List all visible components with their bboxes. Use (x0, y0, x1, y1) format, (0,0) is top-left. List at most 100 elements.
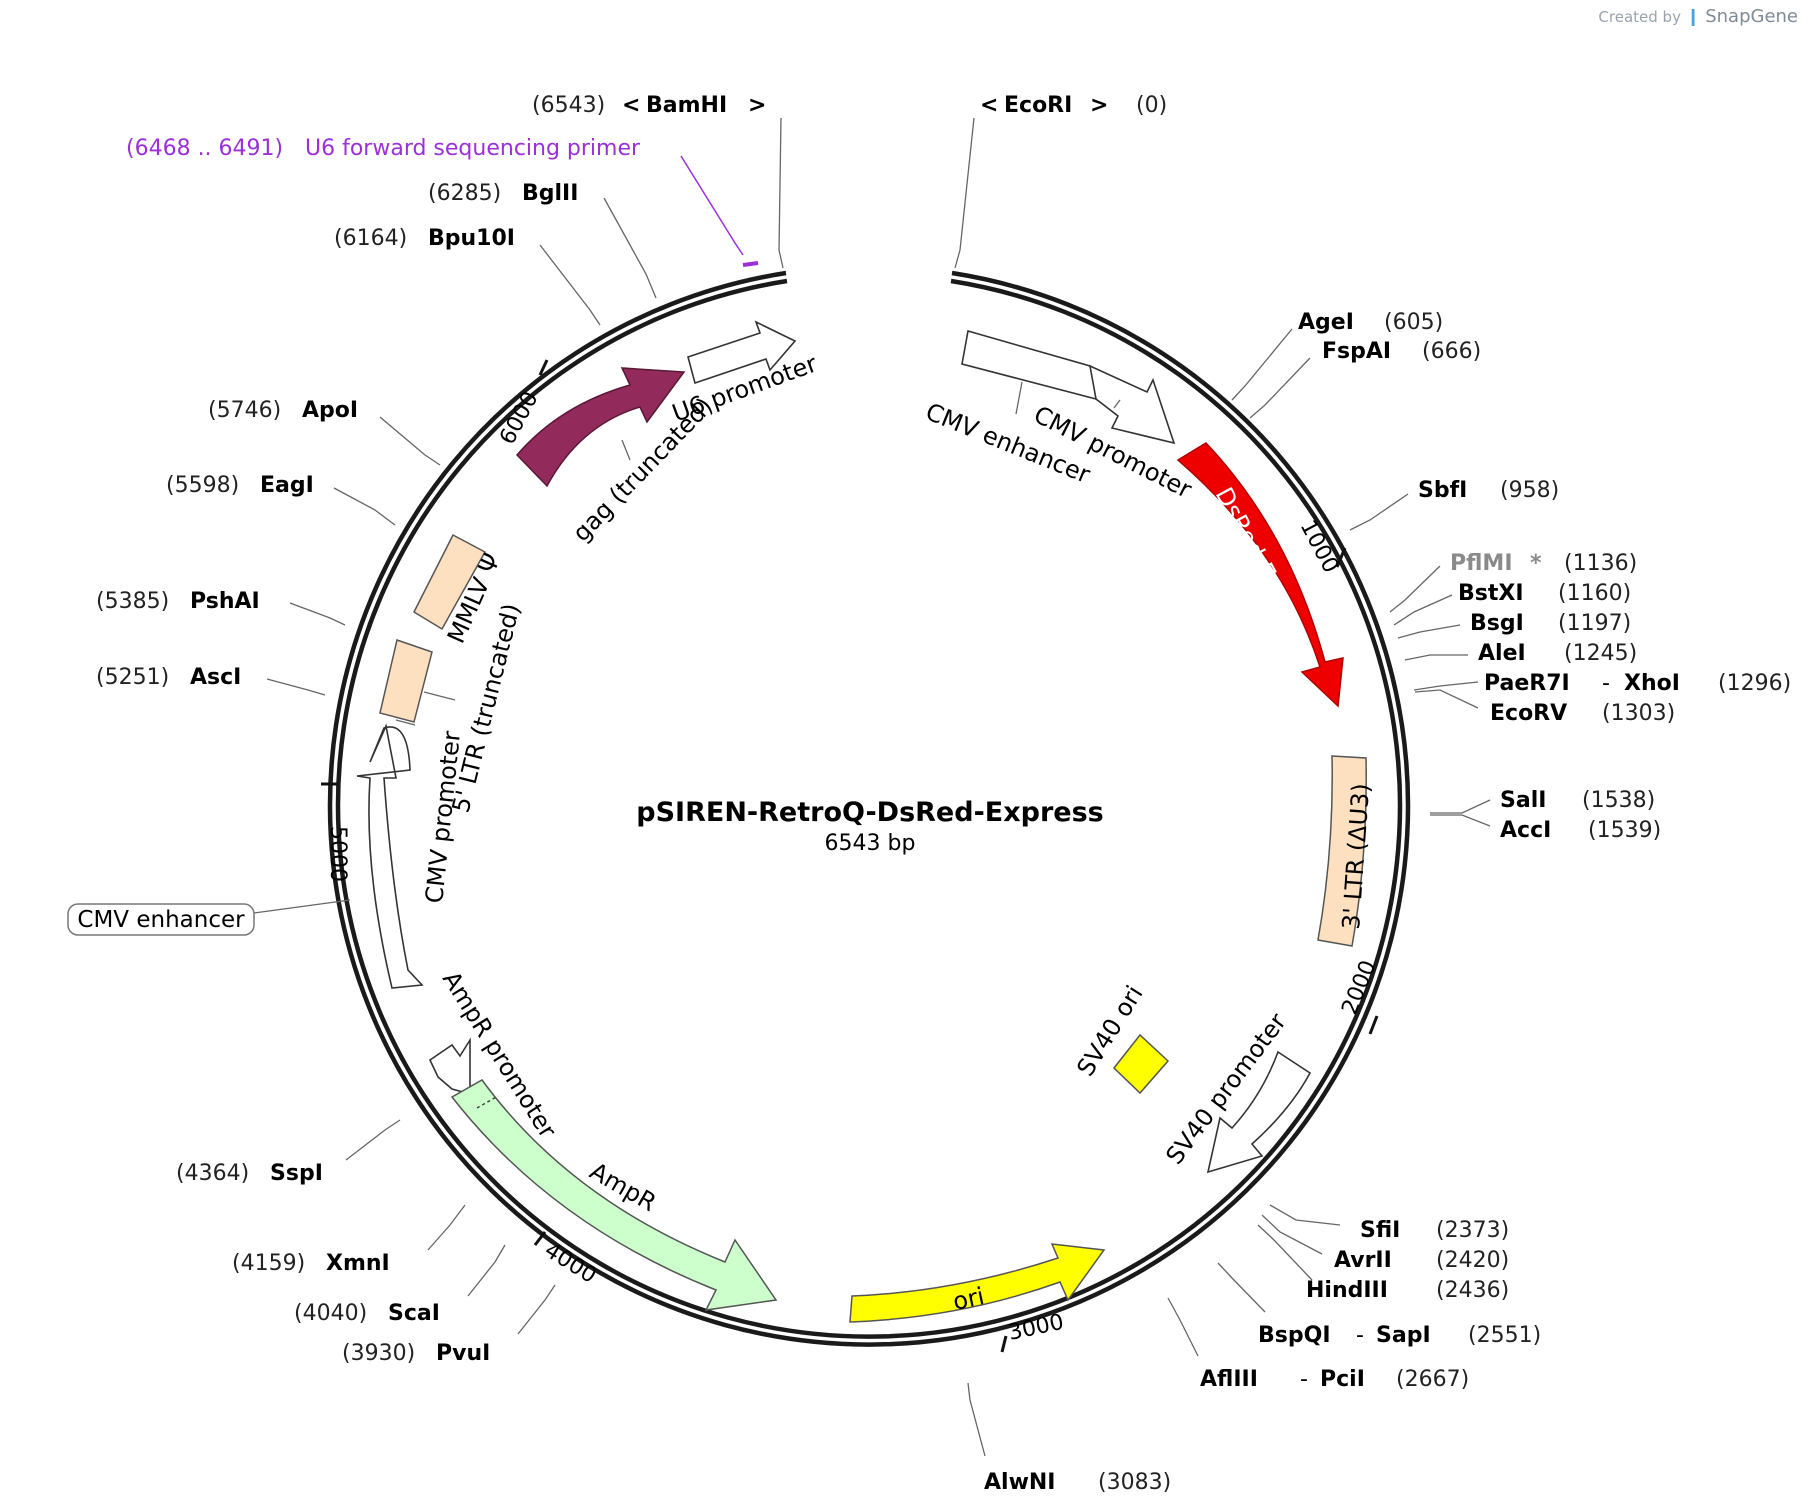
site-name-asci[interactable]: AscI (190, 665, 241, 690)
site-name-avrii[interactable]: AvrII (1334, 1248, 1392, 1273)
mmlv-psi-box[interactable] (413, 533, 487, 631)
leader-scai (467, 1244, 506, 1297)
site-name-sbfi[interactable]: SbfI (1418, 478, 1467, 503)
site-pos-sfii: (2373) (1436, 1218, 1509, 1243)
site-name-bspqi[interactable]: BspQI (1258, 1323, 1331, 1348)
site-name-bstxi[interactable]: BstXI (1458, 581, 1524, 606)
ori-arrow[interactable] (849, 1243, 1106, 1323)
site-name-bglii[interactable]: BglII (522, 181, 578, 206)
site-pos-scai: (4040) (294, 1301, 367, 1326)
ampr-promoter-arrow[interactable] (428, 1037, 471, 1096)
5-ltr-box[interactable] (379, 639, 433, 723)
site-name-bamhi[interactable]: BamHI (646, 93, 727, 118)
site-pos-hindiii: (2436) (1436, 1278, 1509, 1303)
backbone-inner (335, 278, 1403, 1339)
backbone-outer (327, 270, 1411, 1347)
tick-label-5000: 5000 (325, 826, 350, 882)
tick-1000 (1335, 547, 1347, 568)
dsred-express-label: DsRed-Express (1210, 483, 1319, 654)
site-pos-paer7i: (1296) (1718, 671, 1791, 696)
dsred-express-arrow[interactable] (1176, 442, 1344, 708)
site-pos-agei: (605) (1384, 310, 1443, 335)
site-name-xmni[interactable]: XmnI (326, 1251, 390, 1276)
site-name-sspi[interactable]: SspI (270, 1161, 323, 1186)
leader-pvui (517, 1284, 556, 1335)
site-name-acci[interactable]: AccI (1500, 818, 1551, 843)
tick-4000 (533, 1231, 547, 1246)
leader-bsgi (1397, 624, 1461, 639)
site-name-sali[interactable]: SalI (1500, 788, 1546, 813)
leader-eagi (333, 487, 396, 526)
leader-sfii (1269, 1204, 1341, 1226)
leader-apoi (379, 416, 441, 466)
site-dash-paer7i: - (1602, 671, 1610, 696)
leader-hindiii (1257, 1224, 1313, 1281)
sv40-ori-box[interactable] (1112, 1033, 1170, 1095)
leader-bstxi (1393, 594, 1453, 626)
cmv-promoter-top-leader (1113, 399, 1121, 409)
site-name-alwni[interactable]: AlwNI (984, 1470, 1056, 1495)
tick-2000 (1368, 1015, 1379, 1035)
leader-afliii (1167, 1297, 1199, 1357)
site-pos-bsgi: (1197) (1558, 611, 1631, 636)
site-pos-bspqi: (2551) (1468, 1323, 1541, 1348)
site-pos-bstxi: (1160) (1558, 581, 1631, 606)
leader-pshai (289, 602, 346, 626)
3-ltr-box[interactable] (1317, 755, 1367, 947)
site-name-alei[interactable]: AleI (1478, 641, 1526, 666)
leader-ecori (954, 117, 975, 269)
site-name-sapi[interactable]: SapI (1376, 1323, 1431, 1348)
site-pos-bamhi: (6543) (532, 93, 605, 118)
site-name-eagi[interactable]: EagI (260, 473, 314, 498)
site-pos-alei: (1245) (1564, 641, 1637, 666)
site-pos-pvui: (3930) (342, 1341, 415, 1366)
site-name-pvui[interactable]: PvuI (436, 1341, 490, 1366)
site-name-apoi[interactable]: ApoI (302, 398, 358, 423)
site-name-hindiii[interactable]: HindIII (1306, 1278, 1388, 1303)
u6-promoter-arrow[interactable] (687, 320, 797, 385)
site-name-paer7i[interactable]: PaeR7I (1484, 671, 1570, 696)
site-name-bpu10i[interactable]: Bpu10I (428, 226, 515, 251)
site-name-sfii[interactable]: SfiI (1360, 1218, 1400, 1243)
gag-leader (621, 439, 631, 461)
cmv-enhancer-left-box[interactable] (67, 903, 255, 936)
primer-mark[interactable] (742, 261, 759, 267)
leader-sspi (345, 1119, 401, 1161)
leader-bpu10i (539, 244, 601, 326)
snapgene-logo-icon: ❙ (1685, 6, 1701, 27)
site-name-ecorv[interactable]: EcoRV (1490, 701, 1567, 726)
site-name-scai[interactable]: ScaI (388, 1301, 440, 1326)
site-pos-apoi: (5746) (208, 398, 281, 423)
site-pos-ecori: (0) (1136, 93, 1167, 118)
cmv-promoter-top-arrow[interactable] (1088, 364, 1176, 445)
leader-sali (1430, 799, 1491, 814)
tick-6000 (538, 359, 549, 376)
primer-leader (680, 155, 744, 256)
sv40-promoter-arrow[interactable] (1206, 1050, 1312, 1174)
site-pos-sbfi: (958) (1500, 478, 1559, 503)
site-name-agei[interactable]: AgeI (1298, 310, 1354, 335)
cmv-promoter-left-label: CMV promoter (420, 730, 466, 905)
ampr-divider (476, 1095, 499, 1109)
site-dash-bspqi: - (1356, 1323, 1364, 1348)
cmv-enhancer-top-leader (1015, 381, 1023, 415)
site-name-xhoi[interactable]: XhoI (1624, 671, 1680, 696)
site-pos-xmni: (4159) (232, 1251, 305, 1276)
primer: (6468 .. 6491) U6 forward sequencing pri… (126, 136, 759, 267)
site-name-pshai[interactable]: PshAI (190, 589, 260, 614)
cmv-promoter-left-arrow[interactable] (356, 723, 424, 989)
site-name-afliii[interactable]: AflIII (1200, 1367, 1258, 1392)
leader-sbfi (1349, 493, 1409, 531)
site-name-ecori[interactable]: EcoRI (1004, 93, 1072, 118)
gag-arrow[interactable] (515, 367, 686, 488)
site-name-bsgi[interactable]: BsgI (1470, 611, 1524, 636)
ampr-arrow[interactable] (450, 1079, 778, 1311)
site-name-fspai[interactable]: FspAI (1322, 339, 1391, 364)
leader-agei (1231, 328, 1293, 401)
site-name-pflmi[interactable]: PflMI (1450, 551, 1513, 576)
leader-ecorv (1414, 689, 1479, 709)
site-name-pcii[interactable]: PciI (1320, 1367, 1365, 1392)
cmv-enhancer-top-box[interactable] (961, 329, 1099, 401)
site-pos-alwni: (3083) (1098, 1470, 1171, 1495)
